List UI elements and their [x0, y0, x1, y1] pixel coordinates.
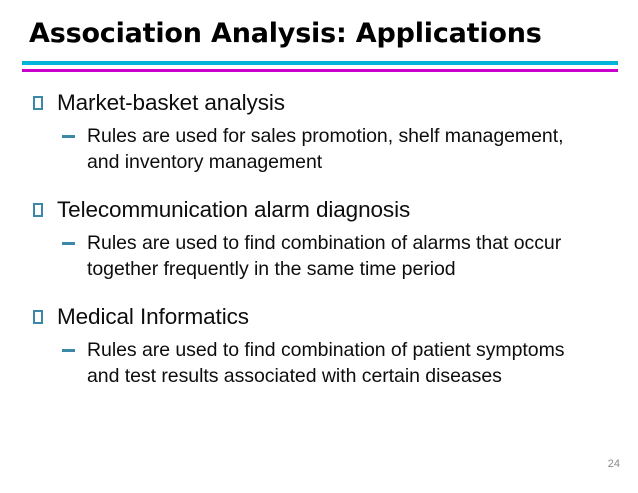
list-item-label: Medical Informatics: [57, 304, 249, 329]
divider-rule-magenta: [22, 69, 618, 72]
en-dash-bullet-icon: [62, 135, 75, 138]
title-divider: [22, 61, 618, 73]
slide-body: Market-basket analysis Rules are used fo…: [0, 88, 638, 389]
sub-list-item: Rules are used to find combination of pa…: [0, 337, 638, 389]
en-dash-bullet-icon: [62, 242, 75, 245]
divider-rule-cyan: [22, 61, 618, 65]
list-item: Medical Informatics: [0, 302, 638, 331]
hollow-square-bullet-icon: [33, 96, 43, 110]
bullet-group: Telecommunication alarm diagnosis Rules …: [0, 195, 638, 282]
list-item-label: Market-basket analysis: [57, 90, 285, 115]
list-item: Telecommunication alarm diagnosis: [0, 195, 638, 224]
sub-list-item: Rules are used for sales promotion, shel…: [0, 123, 638, 175]
bullet-group: Medical Informatics Rules are used to fi…: [0, 302, 638, 389]
page-number: 24: [607, 458, 620, 470]
hollow-square-bullet-icon: [33, 310, 43, 324]
sub-list-item-label: Rules are used for sales promotion, shel…: [87, 125, 564, 173]
sub-list-item-label: Rules are used to find combination of pa…: [87, 339, 565, 387]
list-item: Market-basket analysis: [0, 88, 638, 117]
bullet-group: Market-basket analysis Rules are used fo…: [0, 88, 638, 175]
sub-list-item: Rules are used to find combination of al…: [0, 230, 638, 282]
hollow-square-bullet-icon: [33, 203, 43, 217]
page-title: Association Analysis: Applications: [29, 18, 542, 49]
list-item-label: Telecommunication alarm diagnosis: [57, 197, 411, 222]
sub-list-item-label: Rules are used to find combination of al…: [87, 232, 562, 280]
en-dash-bullet-icon: [62, 349, 75, 352]
